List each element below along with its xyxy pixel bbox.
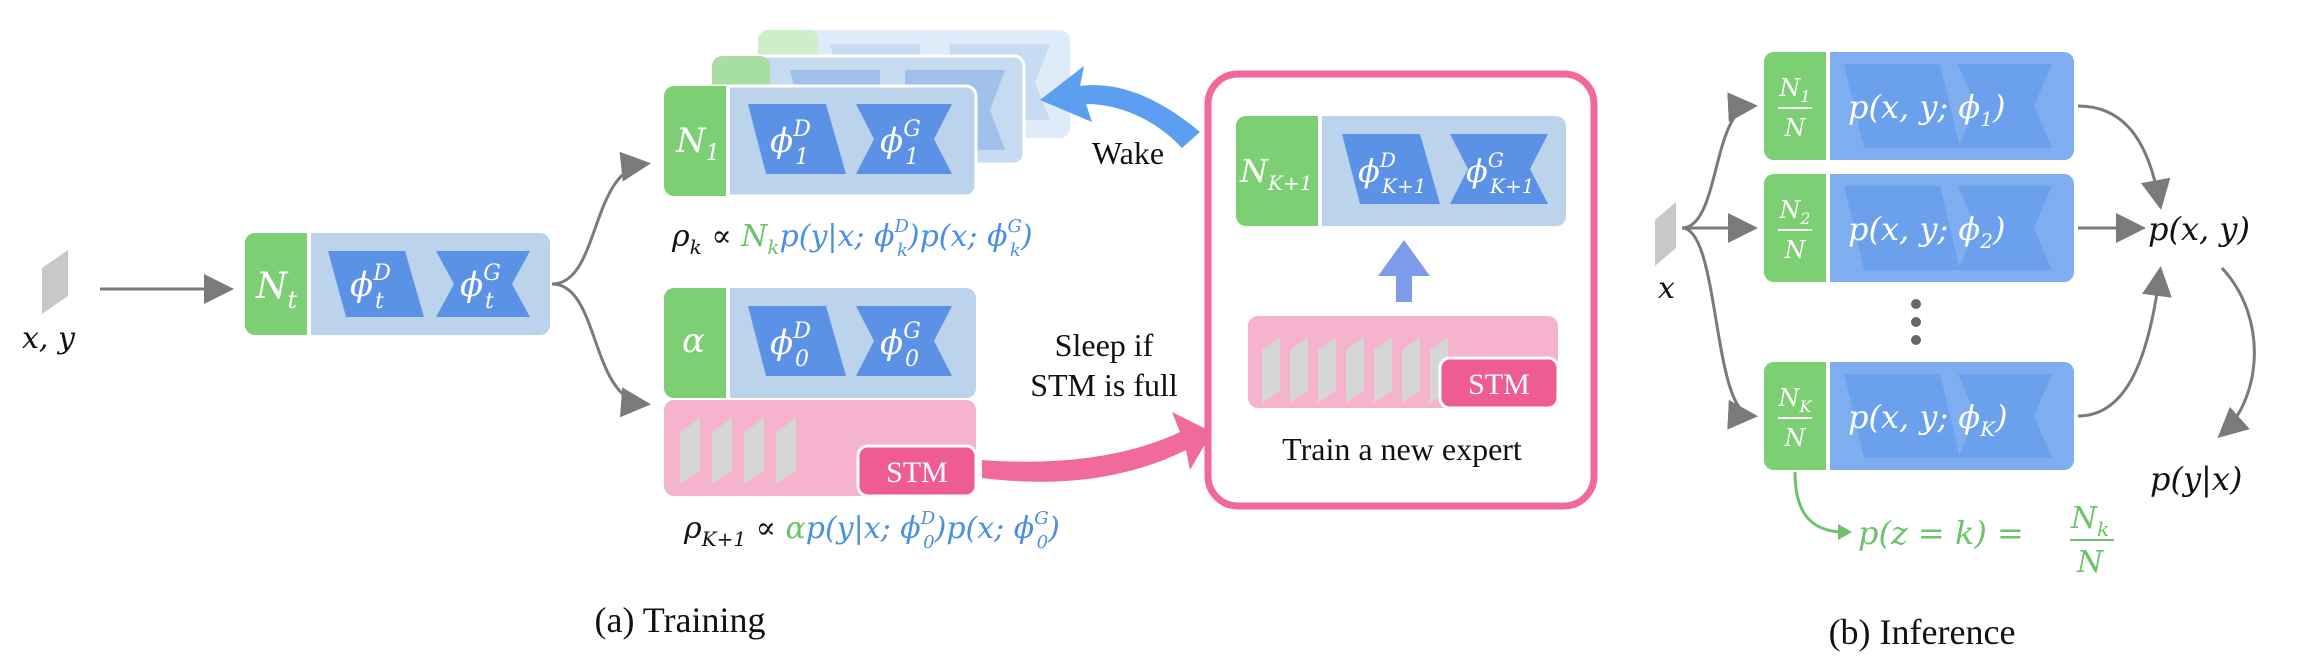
expert-2-body: p(x, y; ϕ2) xyxy=(1848,210,2005,253)
prior-arrow xyxy=(1793,471,1841,534)
inference-expert-2: N2 N p(x, y; ϕ2) xyxy=(1764,174,2074,282)
fanin-arrow-3 xyxy=(2077,266,2172,418)
inference-panel: x N1 N p(x, y; ϕ1) N2 N xyxy=(1655,52,2256,652)
discriminator-shape xyxy=(328,251,424,317)
train-up-arrow xyxy=(1378,240,1430,302)
new-stm-buffer: STM xyxy=(1248,316,1560,410)
wake-arrow xyxy=(1040,66,1200,148)
expert-1-count: N1 xyxy=(675,121,720,166)
inference-caption: (b) Inference xyxy=(1829,612,2016,652)
generator-shape xyxy=(1450,134,1548,204)
fanout-arrow-3 xyxy=(1681,226,1758,430)
discriminator-shape xyxy=(748,104,846,174)
prior-num: Nk xyxy=(2070,501,2109,541)
expert-0-count: α xyxy=(682,321,705,361)
expert-k1-count: NK+1 xyxy=(1239,152,1312,195)
expert-2-weight-num: N2 xyxy=(1778,196,1810,228)
training-caption: (a) Training xyxy=(595,600,766,640)
generator-shape xyxy=(856,104,952,174)
expert-k-body: p(x, y; ϕK) xyxy=(1848,398,2008,441)
generator-shape xyxy=(436,251,530,317)
train-input-label: x, y xyxy=(22,321,76,356)
branch-arrow-down xyxy=(551,282,651,418)
fanout-arrow-1 xyxy=(1681,92,1758,230)
sleep-label-line2: STM is full xyxy=(1030,367,1178,403)
inference-expert-1: N1 N p(x, y; ϕ1) xyxy=(1764,52,2074,160)
expert-1-weight-num: N1 xyxy=(1778,74,1810,106)
inference-input-icon xyxy=(1655,202,1676,266)
fanin-arrow-1 xyxy=(2077,104,2171,210)
inference-expert-k: NK N p(x, y; ϕK) xyxy=(1764,362,2074,470)
expert-k-weight-den: N xyxy=(1784,424,1807,452)
prior-den: N xyxy=(2076,545,2105,580)
new-stm-label: STM xyxy=(1468,368,1530,401)
expert-1-weight-den: N xyxy=(1784,114,1807,142)
conditional-distribution-label: p(y|x) xyxy=(2150,460,2242,498)
train-new-expert-label: Train a new expert xyxy=(1282,431,1522,467)
inference-input-label: x xyxy=(1658,271,1675,306)
sleep-arrow xyxy=(982,412,1212,482)
joint-distribution-label: p(x, y) xyxy=(2148,210,2250,248)
stm-buffer: STM xyxy=(664,400,978,498)
input-sample-icon xyxy=(42,250,68,314)
generator-shape xyxy=(856,306,952,376)
prior-formula: p(z = k) = Nk N xyxy=(1858,501,2114,580)
stm-label: STM xyxy=(886,456,948,489)
expert-t-count: Nt xyxy=(255,266,298,314)
expert-k-weight-num: NK xyxy=(1778,384,1813,416)
sleep-label-line1: Sleep if xyxy=(1055,327,1154,363)
discriminator-shape xyxy=(748,306,846,376)
conditional-arrow xyxy=(2217,266,2256,439)
ellipsis-dots xyxy=(1911,299,1921,345)
branch-arrow-up xyxy=(551,151,651,286)
prior-lhs: p(z = k) = xyxy=(1858,514,2024,552)
wake-label: Wake xyxy=(1092,135,1164,171)
expert-2-weight-den: N xyxy=(1784,236,1807,264)
discriminator-shape xyxy=(1342,134,1440,204)
expert-1-body: p(x, y; ϕ1) xyxy=(1848,88,2005,131)
